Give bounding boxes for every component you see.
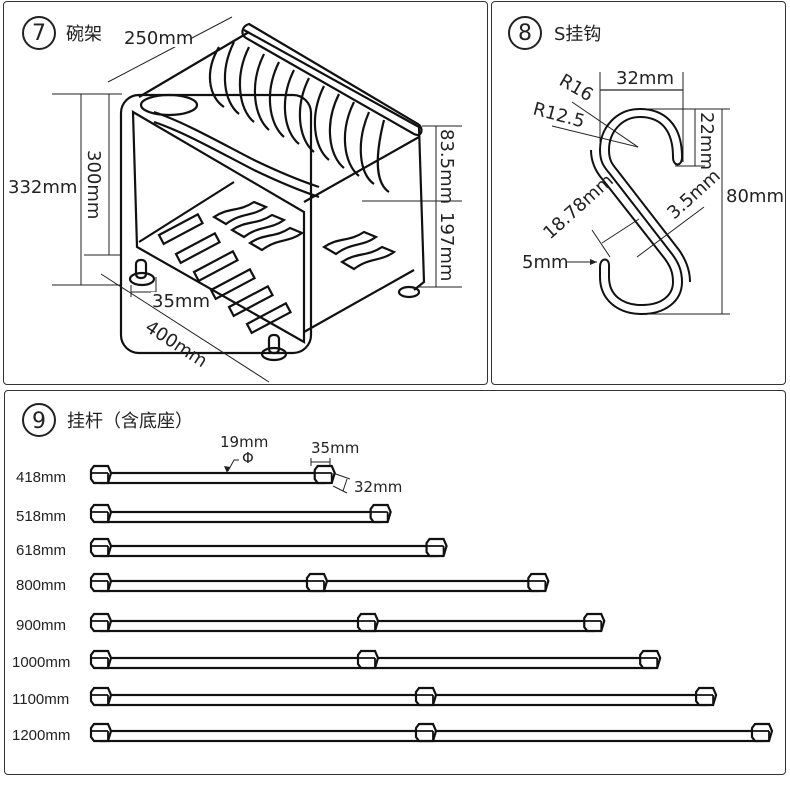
gap-label: 18.78mm bbox=[539, 170, 617, 244]
cap-width-label: 35mm bbox=[311, 439, 359, 457]
rod-end-cap-right bbox=[750, 722, 774, 743]
rod-end-cap-right bbox=[583, 612, 606, 633]
rod-end-cap-right bbox=[313, 464, 336, 485]
rod-bar bbox=[99, 544, 438, 558]
hanging-rod-panel: 9 挂杆（含底座） 19mm Φ 35mm 32mm 418mm 518mm 618… bbox=[4, 390, 786, 775]
rod-row: 1100mm bbox=[12, 686, 718, 708]
rod-bar bbox=[99, 471, 326, 485]
width-label: 32mm bbox=[616, 68, 674, 89]
length-label: 400mm bbox=[141, 317, 211, 372]
hook-depth-label: 22mm bbox=[696, 112, 717, 170]
s-hook-drawing: 8 S挂钩 32mm 22mm 80mm R16 R12.5 18.78mm bbox=[508, 16, 784, 316]
rod-row: 418mm bbox=[16, 464, 336, 486]
rod-end-cap-right bbox=[694, 686, 718, 707]
outer-radius-label: R16 bbox=[556, 70, 597, 106]
total-height-label: 332mm bbox=[8, 177, 77, 198]
length-dimension-line bbox=[100, 273, 270, 383]
rod-length-label: 1000mm bbox=[12, 654, 70, 671]
panel-title: S挂钩 bbox=[554, 24, 601, 45]
frame-height-label: 300mm bbox=[83, 150, 104, 219]
rod-bar bbox=[99, 510, 382, 524]
rod-length-label: 800mm bbox=[16, 577, 66, 594]
dish-rack-illustration bbox=[119, 22, 426, 362]
rod-joint-cap bbox=[356, 612, 380, 633]
rod-row: 1000mm bbox=[12, 649, 662, 671]
rod-length-label: 518mm bbox=[16, 508, 66, 525]
number-badge-8 bbox=[508, 16, 542, 50]
rod-end-cap-left bbox=[89, 464, 113, 485]
rod-joint-cap bbox=[356, 649, 380, 670]
rod-length-label: 1100mm bbox=[12, 691, 69, 708]
dish-rack-drawing: 7 碗架 250mm 332mm 300mm 83.5mm 197mm bbox=[7, 16, 462, 383]
panel-number: 8 bbox=[518, 21, 532, 46]
rod-end-cap-right bbox=[527, 572, 550, 593]
top-tier-label: 83.5mm bbox=[436, 129, 457, 204]
diameter-label: 19mm bbox=[220, 433, 268, 451]
panel-title: 挂杆（含底座） bbox=[67, 411, 193, 432]
rod-end-cap-left bbox=[89, 572, 113, 593]
rod-end-cap-right bbox=[639, 649, 662, 670]
height-label: 80mm bbox=[726, 186, 784, 207]
diameter-symbol: Φ bbox=[242, 449, 254, 467]
rod-bar bbox=[99, 693, 708, 707]
panel-title: 碗架 bbox=[66, 24, 102, 45]
foot-label: 35mm bbox=[152, 291, 210, 312]
number-badge-7 bbox=[22, 16, 56, 50]
rod-end-cap-left bbox=[89, 503, 113, 524]
dish-rack-panel: 7 碗架 250mm 332mm 300mm 83.5mm 197mm bbox=[3, 1, 488, 385]
rod-length-label: 900mm bbox=[16, 617, 66, 634]
rod-row: 618mm bbox=[16, 537, 448, 559]
rod-end-cap-left bbox=[89, 722, 113, 743]
rod-end-cap-right bbox=[369, 503, 392, 524]
rod-end-cap-right bbox=[425, 537, 448, 558]
panel-number: 7 bbox=[32, 21, 46, 46]
panel-number: 9 bbox=[32, 409, 46, 434]
number-badge-9 bbox=[22, 403, 56, 437]
rod-length-label: 618mm bbox=[16, 542, 66, 559]
rod-row: 1200mm bbox=[12, 722, 774, 744]
rod-end-cap-left bbox=[89, 649, 113, 670]
cap-height-label: 32mm bbox=[354, 478, 402, 496]
width-dimension-line bbox=[107, 16, 233, 83]
rod-joint-cap bbox=[305, 572, 329, 593]
s-hook-illustration bbox=[590, 107, 691, 316]
rod-end-cap-left bbox=[89, 612, 113, 633]
width-label: 250mm bbox=[124, 28, 193, 49]
rod-end-cap-left bbox=[89, 686, 113, 707]
rod-length-label: 1200mm bbox=[12, 727, 70, 744]
hanging-rod-drawing: 9 挂杆（含底座） 19mm Φ 35mm 32mm 418mm 518mm 618… bbox=[12, 403, 774, 744]
rod-end-cap-left bbox=[89, 537, 113, 558]
rod-row: 900mm bbox=[16, 612, 606, 634]
s-hook-panel: 8 S挂钩 32mm 22mm 80mm R16 R12.5 18.78mm bbox=[491, 1, 786, 385]
bottom-tier-label: 197mm bbox=[436, 212, 457, 281]
tip-label: 5mm bbox=[522, 252, 569, 273]
rod-length-label: 418mm bbox=[16, 469, 66, 486]
rod-joint-cap bbox=[414, 722, 438, 743]
rod-bar bbox=[99, 619, 596, 633]
rod-list: 418mm 518mm 618mm 800mm 900mm 1000mm 1100mm 120… bbox=[12, 464, 774, 744]
rod-row: 800mm bbox=[16, 572, 550, 594]
rod-joint-cap bbox=[414, 686, 438, 707]
rod-row: 518mm bbox=[16, 503, 392, 525]
